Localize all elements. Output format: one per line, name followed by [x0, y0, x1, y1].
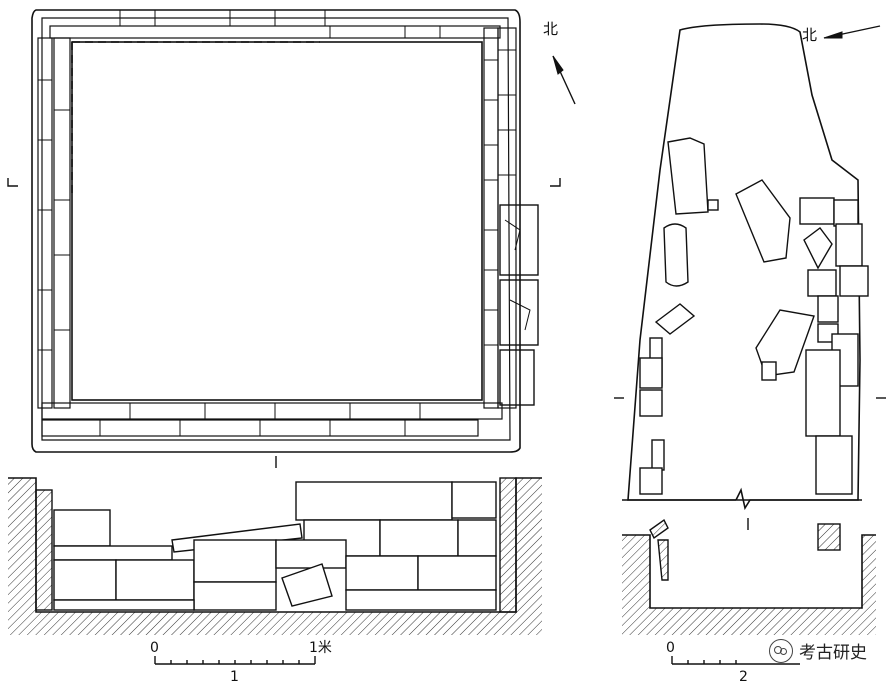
figure-2-scale-zero: 0: [666, 640, 675, 656]
tomb-2-section: [622, 518, 876, 665]
wechat-icon: [769, 638, 793, 663]
figure-1-north-label: 北: [543, 20, 559, 38]
figure-1-caption-number: 1: [230, 669, 239, 685]
figure-1-scale-zero: 0: [150, 640, 159, 656]
tomb-2-plan: [614, 23, 886, 530]
tomb-1-plan: [7, 9, 576, 468]
figure-1-scale-max: 1米: [309, 640, 332, 656]
tomb-1-section: [8, 477, 542, 665]
watermark-text: 考古研史: [799, 643, 867, 663]
figure-2-caption-number: 2: [739, 669, 748, 685]
watermark: 考古研史: [769, 638, 867, 663]
figure-2-north-label: 北: [802, 26, 818, 44]
